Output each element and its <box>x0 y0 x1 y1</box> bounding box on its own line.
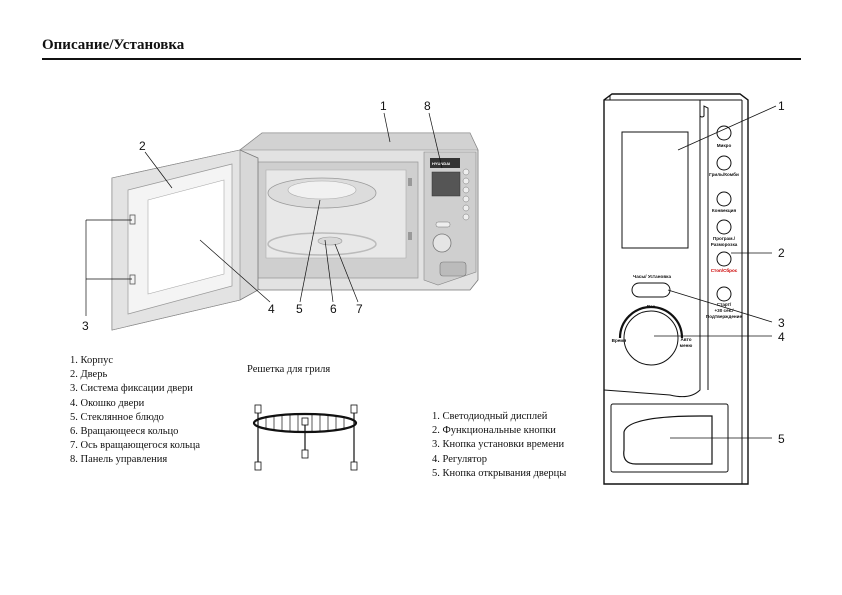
list-item: 2. Дверь <box>70 369 108 381</box>
oven-callout-5: 5 <box>296 302 303 316</box>
panel-callout-4: 4 <box>778 330 785 344</box>
clock-button-label: Часы/ Установка <box>633 274 671 279</box>
auto-label-1: Авто <box>680 337 691 342</box>
grill-rack-caption: Решетка для гриля <box>247 364 331 375</box>
page-title: Описание/Установка <box>42 37 185 53</box>
title-rule <box>42 58 801 60</box>
panel-callout-5: 5 <box>778 432 785 446</box>
list-item: 7. Ось вращающегося кольца <box>70 440 201 452</box>
list-item: 3. Система фиксации двери <box>70 383 193 395</box>
convection-button-label: Конвекция <box>712 208 737 213</box>
panel-callout-1: 1 <box>778 99 785 113</box>
stop-button-label: Стоп/Сброс <box>711 267 738 273</box>
list-item: 6. Вращающееся кольцо <box>70 426 179 438</box>
list-item: 4. Окошко двери <box>70 397 145 409</box>
oven-callout-3: 3 <box>82 319 89 333</box>
grill-button-label: Гриль/Комби <box>709 171 739 177</box>
program-button-label-2: Разморозка <box>711 242 738 247</box>
oven-callout-8: 8 <box>424 99 431 113</box>
program-button-label-1: Програм./ <box>713 236 736 241</box>
time-label: Время <box>612 338 627 343</box>
list-item: 5. Стеклянное блюдо <box>70 411 164 423</box>
list-item: 1. Светодиодный дисплей <box>432 411 548 422</box>
start-button-label-2: +30 сек./ <box>714 308 734 313</box>
panel-callout-2: 2 <box>778 246 785 260</box>
start-button-label-3: Подтверждение <box>706 314 743 319</box>
oven-callout-2: 2 <box>139 139 146 153</box>
panel-list: 1. Светодиодный дисплей 2. Функциональны… <box>432 410 566 481</box>
list-item: 2. Функциональные кнопки <box>432 425 556 437</box>
oven-callout-6: 6 <box>330 302 337 316</box>
parts-list: 1. Корпус 2. Дверь 3. Система фиксации д… <box>70 354 200 468</box>
weight-label: Вес <box>647 304 656 309</box>
micro-button-label: Микро <box>717 143 732 148</box>
panel-callout-3: 3 <box>778 316 785 330</box>
list-item: 5. Кнопка открывания дверцы <box>432 467 567 479</box>
auto-label-2: меню <box>680 343 693 348</box>
oven-callout-7: 7 <box>356 302 363 316</box>
list-item: 4. Регулятор <box>432 453 487 465</box>
list-item: 1. Корпус <box>70 355 114 366</box>
oven-callout-4: 4 <box>268 302 275 316</box>
list-item: 3. Кнопка установки времени <box>432 439 565 451</box>
oven-callout-1: 1 <box>380 99 387 113</box>
list-item: 8. Панель управления <box>70 454 168 466</box>
start-button-label-1: Старт/ <box>717 302 732 307</box>
